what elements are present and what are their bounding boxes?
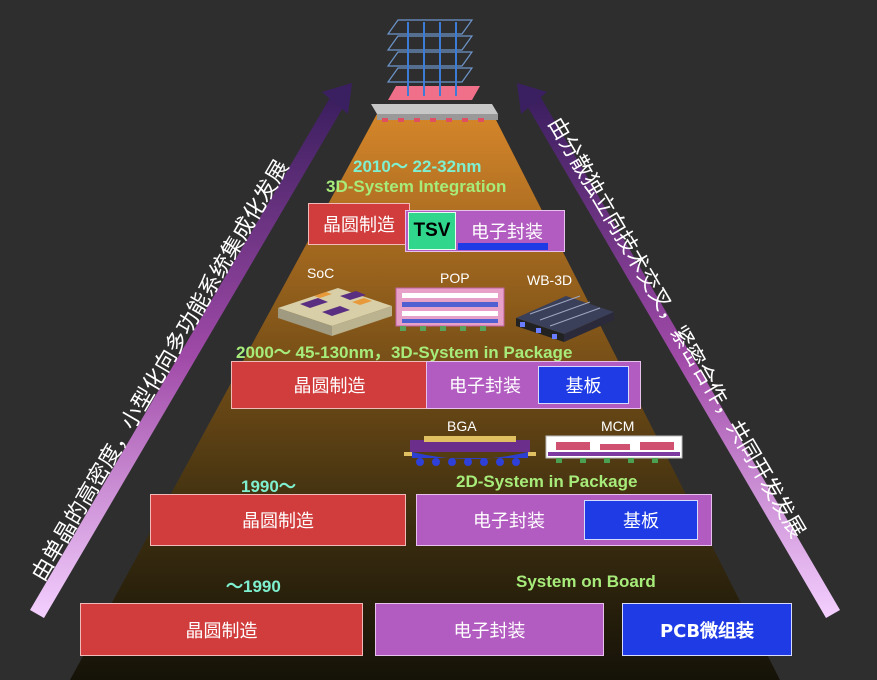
left-arrow-head — [322, 83, 352, 114]
3d-chip-stack-icon — [371, 19, 498, 122]
tsv-box: TSV — [408, 212, 456, 250]
tier2-substrate-box: 基板 — [538, 366, 629, 404]
bga-package-icon — [404, 436, 536, 466]
wb3d-label: WB-3D — [527, 272, 573, 288]
era-2010-title: 3D-System Integration — [326, 177, 507, 196]
left-arrow — [30, 96, 345, 618]
tier3-wafer-box: 晶圆制造 — [150, 494, 406, 546]
tier2-wafer-box: 晶圆制造 — [231, 361, 428, 409]
tier4-package-box: 电子封装 — [375, 603, 604, 656]
era-1990-year: 1990～ — [241, 477, 296, 496]
soc-label: SoC — [307, 265, 335, 281]
tier4-wafer-box: 晶圆制造 — [80, 603, 363, 656]
tier4-pcb-box: PCB微组装 — [622, 603, 792, 656]
tier3-package-label: 电子封装 — [473, 511, 545, 532]
pop-package-icon — [395, 287, 505, 331]
soc-chip-icon — [278, 288, 392, 336]
wb3d-package-icon — [516, 295, 614, 342]
tier1-substrate-strip — [458, 243, 548, 250]
right-arrow-head — [517, 83, 547, 114]
tier1-package-label: 电子封装 — [471, 222, 543, 243]
pop-label: POP — [440, 270, 470, 286]
era-1990-title: 2D-System in Package — [456, 472, 638, 491]
mcm-label: MCM — [601, 418, 635, 434]
era-2010-year: 2010～ 22-32nm — [353, 157, 482, 176]
era-pre1990-title: System on Board — [516, 572, 656, 591]
mcm-package-icon — [545, 435, 683, 463]
era-2000-label: 2000～ 45-130nm，3D-System in Package — [236, 343, 573, 362]
era-pre1990-year: ～1990 — [226, 577, 281, 596]
tier3-substrate-box: 基板 — [584, 500, 698, 540]
right-arrow — [526, 96, 840, 618]
tier1-wafer-box: 晶圆制造 — [308, 203, 410, 245]
bga-label: BGA — [447, 418, 477, 434]
tier2-package-label: 电子封装 — [449, 376, 521, 397]
